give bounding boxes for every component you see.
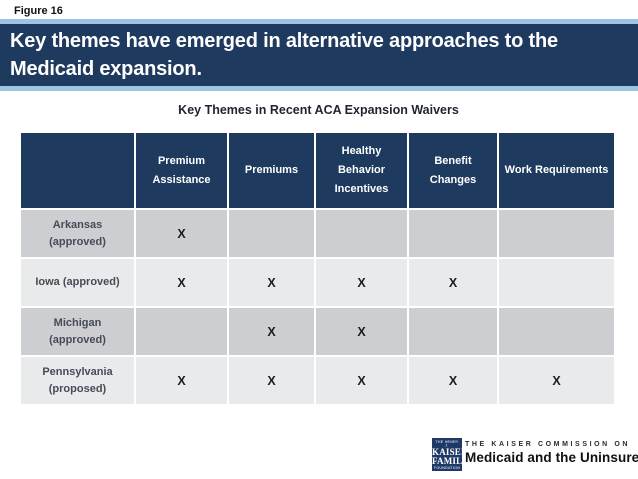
mark-cell: X bbox=[316, 308, 407, 355]
kaiser-family-foundation-icon: THE HENRY J. KAISER FAMILY FOUNDATION bbox=[432, 438, 469, 471]
slide-title: Key themes have emerged in alternative a… bbox=[10, 30, 558, 80]
row-label-pennsylvania: Pennsylvania (proposed) bbox=[21, 357, 134, 404]
logo-box-bottom-line: FOUNDATION bbox=[433, 464, 461, 470]
table-row-pennsylvania: Pennsylvania (proposed) X X X X X bbox=[21, 357, 614, 404]
logo-program-line: Medicaid and the Uninsured bbox=[465, 450, 638, 465]
table-row-michigan: Michigan (approved) X X bbox=[21, 308, 614, 355]
waivers-table: Premium Assistance Premiums Healthy Beha… bbox=[19, 131, 616, 406]
logo-commission-line: THE KAISER COMMISSION ON bbox=[465, 441, 631, 448]
mark-cell: X bbox=[229, 357, 314, 404]
mark-cell: X bbox=[409, 357, 497, 404]
row-label-line1: Arkansas bbox=[52, 218, 103, 231]
row-label-line1: Iowa (approved) bbox=[35, 276, 120, 288]
row-label-michigan: Michigan (approved) bbox=[21, 308, 134, 355]
mark-cell: X bbox=[499, 357, 614, 404]
table-header-row: Premium Assistance Premiums Healthy Beha… bbox=[21, 133, 614, 208]
mark-cell: X bbox=[136, 210, 227, 257]
mark-cell bbox=[499, 210, 614, 257]
row-label-line1: Michigan bbox=[53, 316, 102, 329]
row-label-line2: (approved) bbox=[49, 235, 106, 248]
corner-cell bbox=[21, 133, 134, 208]
mark-cell bbox=[499, 308, 614, 355]
logo-box-family: FAMILY bbox=[432, 455, 469, 466]
row-label-iowa: Iowa (approved) bbox=[21, 259, 134, 306]
column-header-premiums: Premiums bbox=[229, 133, 314, 208]
logo-text-block: THE KAISER COMMISSION ON Medicaid and th… bbox=[462, 438, 638, 465]
logo-box-top-line: THE HENRY J. bbox=[435, 439, 459, 448]
logo-box-kaiser: KAISER bbox=[432, 446, 468, 457]
row-label-arkansas: Arkansas (approved) bbox=[21, 210, 134, 257]
mark-cell: X bbox=[409, 259, 497, 306]
mark-cell: X bbox=[316, 357, 407, 404]
mark-cell: X bbox=[136, 357, 227, 404]
slide-title-bar: Key themes have emerged in alternative a… bbox=[0, 19, 638, 91]
mark-cell bbox=[499, 259, 614, 306]
table-row-arkansas: Arkansas (approved) X bbox=[21, 210, 614, 257]
row-label-line2: (approved) bbox=[49, 333, 106, 346]
column-header-healthy-behavior-incentives: Healthy Behavior Incentives bbox=[316, 133, 407, 208]
column-header-work-requirements: Work Requirements bbox=[499, 133, 614, 208]
mark-cell bbox=[136, 308, 227, 355]
row-label-line1: Pennsylvania bbox=[42, 365, 113, 378]
table-title: Key Themes in Recent ACA Expansion Waive… bbox=[178, 103, 459, 117]
table-row-iowa: Iowa (approved) X X X X bbox=[21, 259, 614, 306]
mark-cell bbox=[409, 308, 497, 355]
kff-logo: THE HENRY J. KAISER FAMILY FOUNDATION TH… bbox=[432, 438, 638, 471]
column-header-benefit-changes: Benefit Changes bbox=[409, 133, 497, 208]
row-label-line2: (proposed) bbox=[48, 382, 107, 395]
column-header-premium-assistance: Premium Assistance bbox=[136, 133, 227, 208]
mark-cell bbox=[409, 210, 497, 257]
mark-cell: X bbox=[229, 259, 314, 306]
figure-label: Figure 16 bbox=[14, 5, 63, 17]
mark-cell: X bbox=[316, 259, 407, 306]
mark-cell bbox=[316, 210, 407, 257]
mark-cell bbox=[229, 210, 314, 257]
mark-cell: X bbox=[229, 308, 314, 355]
mark-cell: X bbox=[136, 259, 227, 306]
